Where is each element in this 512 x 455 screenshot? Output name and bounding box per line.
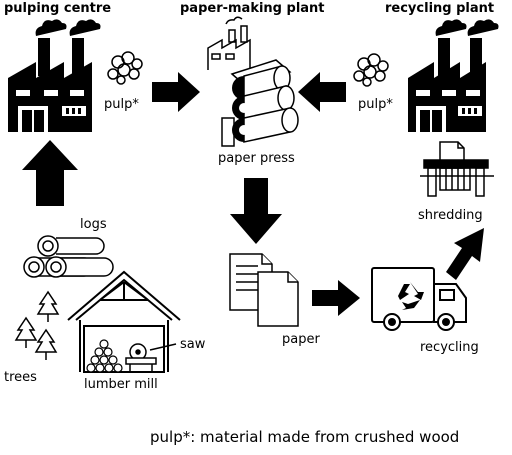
label-recycling: recycling bbox=[420, 340, 479, 355]
pulp-right-icon bbox=[353, 53, 389, 87]
logs-icon bbox=[23, 235, 114, 278]
label-trees: trees bbox=[4, 370, 37, 385]
pulping-centre-factory-icon bbox=[8, 19, 101, 132]
arrow-truck-to-shredder bbox=[446, 228, 484, 280]
trees-icon bbox=[14, 290, 60, 360]
arrow-recycling-to-plant bbox=[298, 72, 346, 112]
recycling-plant-factory-icon bbox=[408, 19, 499, 132]
title-recycling-plant: recycling plant bbox=[385, 1, 495, 16]
arrow-press-to-paper bbox=[230, 178, 282, 244]
arrow-pulp-to-plant bbox=[152, 72, 200, 112]
recycle-symbol-icon bbox=[398, 282, 424, 310]
saw-icon bbox=[125, 343, 177, 372]
label-logs: logs bbox=[80, 217, 107, 232]
paper-press-icon bbox=[221, 59, 299, 147]
shredder-icon bbox=[420, 141, 494, 197]
pulp-left-icon bbox=[107, 51, 143, 85]
title-pulping-centre: pulping centre bbox=[4, 1, 112, 16]
recycling-truck-icon bbox=[371, 267, 467, 331]
paper-sheets-icon bbox=[229, 253, 299, 327]
label-saw: saw bbox=[180, 337, 206, 352]
lumber-mill-icon bbox=[67, 270, 181, 373]
label-pulp-left: pulp* bbox=[104, 97, 139, 112]
label-paper: paper bbox=[282, 332, 320, 347]
footnote: pulp*: material made from crushed wood bbox=[150, 428, 460, 446]
lumber-pile-icon bbox=[86, 339, 123, 373]
label-pulp-right: pulp* bbox=[358, 97, 393, 112]
title-paper-making-plant: paper-making plant bbox=[180, 1, 325, 16]
paper-making-plant-icon bbox=[207, 25, 251, 70]
label-shredding: shredding bbox=[418, 208, 483, 223]
label-lumber-mill: lumber mill bbox=[84, 377, 158, 392]
arrow-logs-to-pulping bbox=[22, 140, 78, 206]
arrow-paper-to-truck bbox=[312, 280, 360, 316]
label-paper-press: paper press bbox=[218, 151, 295, 166]
